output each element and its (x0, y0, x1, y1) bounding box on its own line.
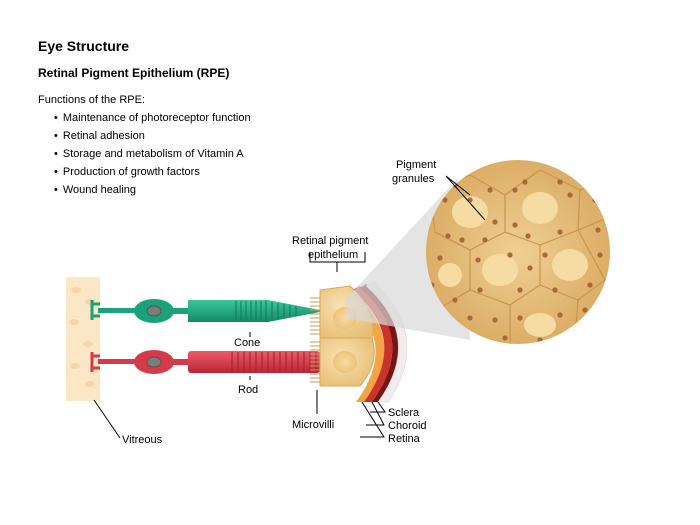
label-rpe-2: epithelium (308, 249, 358, 261)
function-item: Wound healing (54, 181, 251, 199)
rpe-functions: Functions of the RPE: Maintenance of pho… (38, 91, 251, 199)
rod-cell (90, 350, 320, 374)
function-item: Retinal adhesion (54, 127, 251, 145)
label-choroid: Choroid (388, 420, 427, 432)
functions-list: Maintenance of photoreceptor function Re… (38, 109, 251, 199)
function-item: Storage and metabolism of Vitamin A (54, 145, 251, 163)
function-item: Maintenance of photoreceptor function (54, 109, 251, 127)
function-item: Production of growth factors (54, 163, 251, 181)
page-subtitle: Retinal Pigment Epithelium (RPE) (38, 66, 230, 80)
label-microvilli: Microvilli (292, 419, 334, 431)
label-retina: Retina (388, 433, 421, 445)
label-vitreous: Vitreous (122, 434, 163, 446)
label-sclera: Sclera (388, 407, 420, 419)
vitreous-block (66, 277, 100, 401)
label-pigment-granules-2: granules (392, 173, 435, 185)
functions-heading: Functions of the RPE: (38, 94, 145, 106)
cone-cell (90, 299, 325, 323)
label-rpe: Retinal pigment (292, 235, 368, 247)
label-pigment-granules: Pigment (396, 159, 436, 171)
leader-lines (93, 175, 486, 439)
label-rod: Rod (238, 384, 258, 396)
label-cone: Cone (234, 337, 260, 349)
page-title: Eye Structure (38, 38, 130, 54)
